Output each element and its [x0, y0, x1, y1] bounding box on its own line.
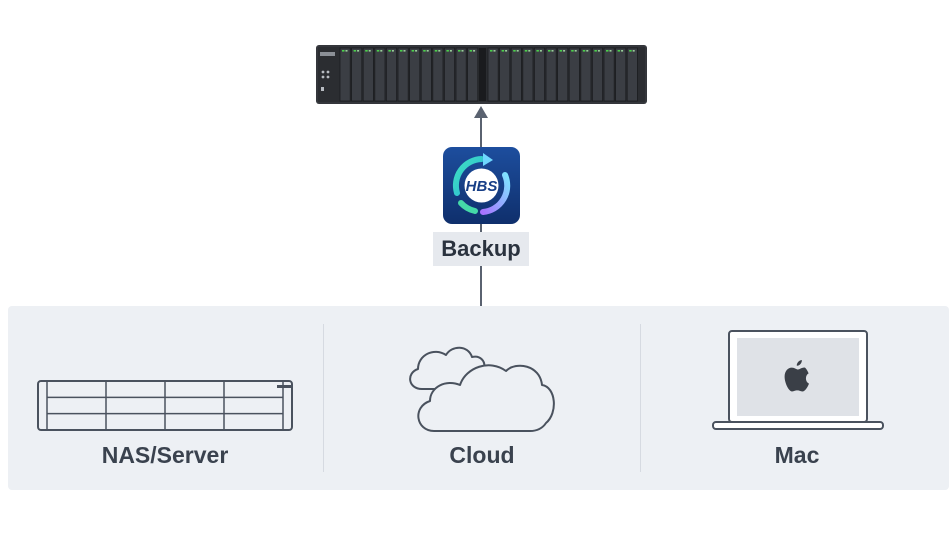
drive-led — [493, 50, 496, 52]
source-label-nas-server: NAS/Server — [101, 442, 229, 468]
drive-led — [516, 50, 519, 52]
drive-led — [391, 50, 394, 52]
drive-led — [458, 50, 461, 52]
cloud-icon — [409, 346, 555, 432]
drive-led — [632, 50, 635, 52]
drive-bay — [545, 47, 557, 102]
laptop-apple-icon — [712, 330, 884, 430]
drive-led — [501, 50, 505, 52]
drive-bay — [615, 47, 627, 102]
drive-bay — [351, 47, 363, 102]
drive-led — [434, 50, 438, 52]
drive-led — [597, 50, 600, 52]
drive-led — [368, 50, 371, 52]
drive-led — [426, 50, 429, 52]
drive-led — [438, 50, 441, 52]
drive-led — [551, 50, 554, 52]
drive-led — [586, 50, 589, 52]
drive-bay — [487, 47, 499, 102]
hbs-icon-text: HBS — [466, 178, 498, 195]
drive-led — [548, 50, 551, 52]
rack-nas-icon — [316, 45, 647, 104]
drive-bay — [580, 47, 592, 102]
drive-led — [524, 50, 528, 52]
hbs-app-icon[interactable]: HBS — [443, 147, 520, 224]
source-label-cloud: Cloud — [449, 442, 515, 468]
drive-bay — [510, 47, 522, 102]
drive-led — [606, 50, 609, 52]
drive-bay — [362, 47, 374, 102]
drive-led — [423, 50, 426, 52]
drive-led — [388, 50, 391, 52]
drive-bay — [397, 47, 409, 102]
drive-bay — [533, 47, 545, 102]
drive-led — [342, 50, 345, 52]
drive-led — [411, 50, 415, 52]
drive-led — [353, 50, 357, 52]
drive-bay — [374, 47, 386, 102]
drive-led — [574, 50, 577, 52]
drive-bay — [591, 47, 603, 102]
drive-led — [365, 50, 368, 52]
drive-bay — [455, 47, 467, 102]
panel-divider — [323, 324, 324, 472]
drive-bay — [467, 47, 479, 102]
drive-bay — [557, 47, 569, 102]
source-label-mac: Mac — [774, 442, 820, 468]
drive-led — [376, 50, 380, 52]
drive-bay — [568, 47, 580, 102]
drive-led — [629, 50, 632, 52]
drive-led — [415, 50, 418, 52]
drive-led — [446, 50, 449, 52]
drive-led — [380, 50, 383, 52]
nas-server-icon — [37, 380, 293, 431]
drive-led — [357, 50, 360, 52]
drive-bay — [386, 47, 398, 102]
drive-led — [400, 50, 403, 52]
drive-led — [559, 50, 563, 52]
drive-bay — [443, 47, 455, 102]
drive-led — [563, 50, 566, 52]
drive-led — [469, 50, 473, 52]
drive-led — [505, 50, 508, 52]
drive-bay — [432, 47, 444, 102]
drive-bay — [603, 47, 615, 102]
drive-led — [528, 50, 531, 52]
drive-led — [403, 50, 406, 52]
drive-led — [617, 50, 621, 52]
drive-led — [461, 50, 464, 52]
drive-bay — [499, 47, 511, 102]
drive-led — [582, 50, 586, 52]
drive-led — [345, 50, 348, 52]
drive-led — [513, 50, 516, 52]
drive-led — [621, 50, 624, 52]
drive-led — [594, 50, 597, 52]
drive-led — [449, 50, 452, 52]
drive-bay — [339, 47, 351, 102]
drive-led — [539, 50, 542, 52]
drive-led — [490, 50, 493, 52]
drive-led — [571, 50, 574, 52]
panel-divider — [640, 324, 641, 472]
drive-led — [473, 50, 476, 52]
drive-led — [609, 50, 612, 52]
drive-bay — [420, 47, 432, 102]
drive-bay — [626, 47, 638, 102]
drive-led — [536, 50, 539, 52]
drive-bay — [522, 47, 534, 102]
backup-sources-panel: NAS/Server Cloud Mac — [8, 306, 949, 490]
drive-bay — [409, 47, 421, 102]
backup-label: Backup — [433, 232, 529, 266]
